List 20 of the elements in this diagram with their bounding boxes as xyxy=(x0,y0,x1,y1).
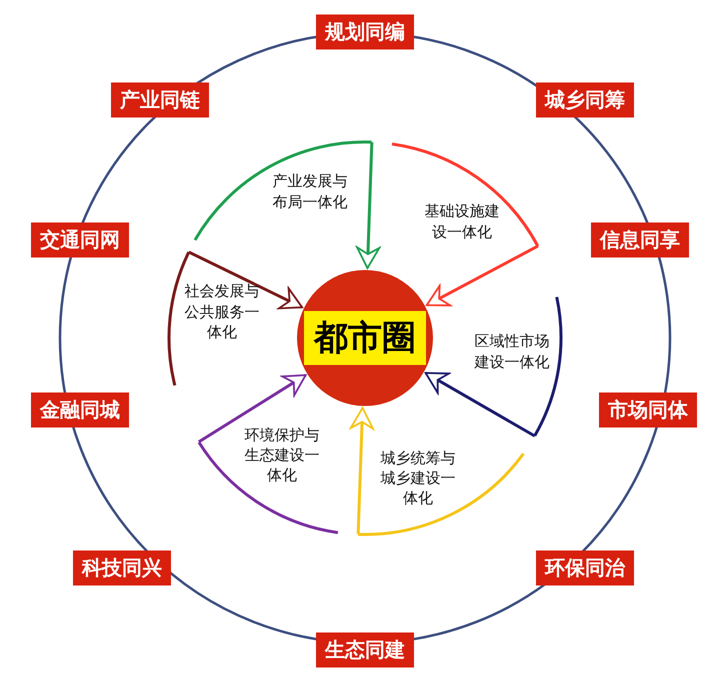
category-tag: 规划同编 xyxy=(316,14,414,50)
segment-label xyxy=(471,294,564,439)
segment-label: 环境保护与生态建设一体化 xyxy=(243,424,320,486)
category-tag: 产业同链 xyxy=(111,82,209,118)
segment-label xyxy=(196,424,341,536)
center-label: 都市圈 xyxy=(304,311,426,365)
arrow xyxy=(426,244,539,306)
category-tag: 城乡同筹 xyxy=(536,82,634,118)
category-tag: 金融同城 xyxy=(31,392,129,428)
segment-label: 社会发展与公共服务一体化 xyxy=(184,281,260,342)
category-tag: 科技同兴 xyxy=(73,550,171,586)
category-tag: 环保同治 xyxy=(536,550,634,586)
category-tag: 生态同建 xyxy=(316,632,414,668)
arrow xyxy=(198,374,307,444)
arrow xyxy=(188,250,304,310)
category-tag: 交通同网 xyxy=(31,222,129,258)
arrow xyxy=(424,372,536,438)
category-tag: 市场同体 xyxy=(599,392,697,428)
category-tag: 信息同享 xyxy=(591,222,689,258)
segment-label: 区域性市场建设一体化 xyxy=(473,331,550,372)
